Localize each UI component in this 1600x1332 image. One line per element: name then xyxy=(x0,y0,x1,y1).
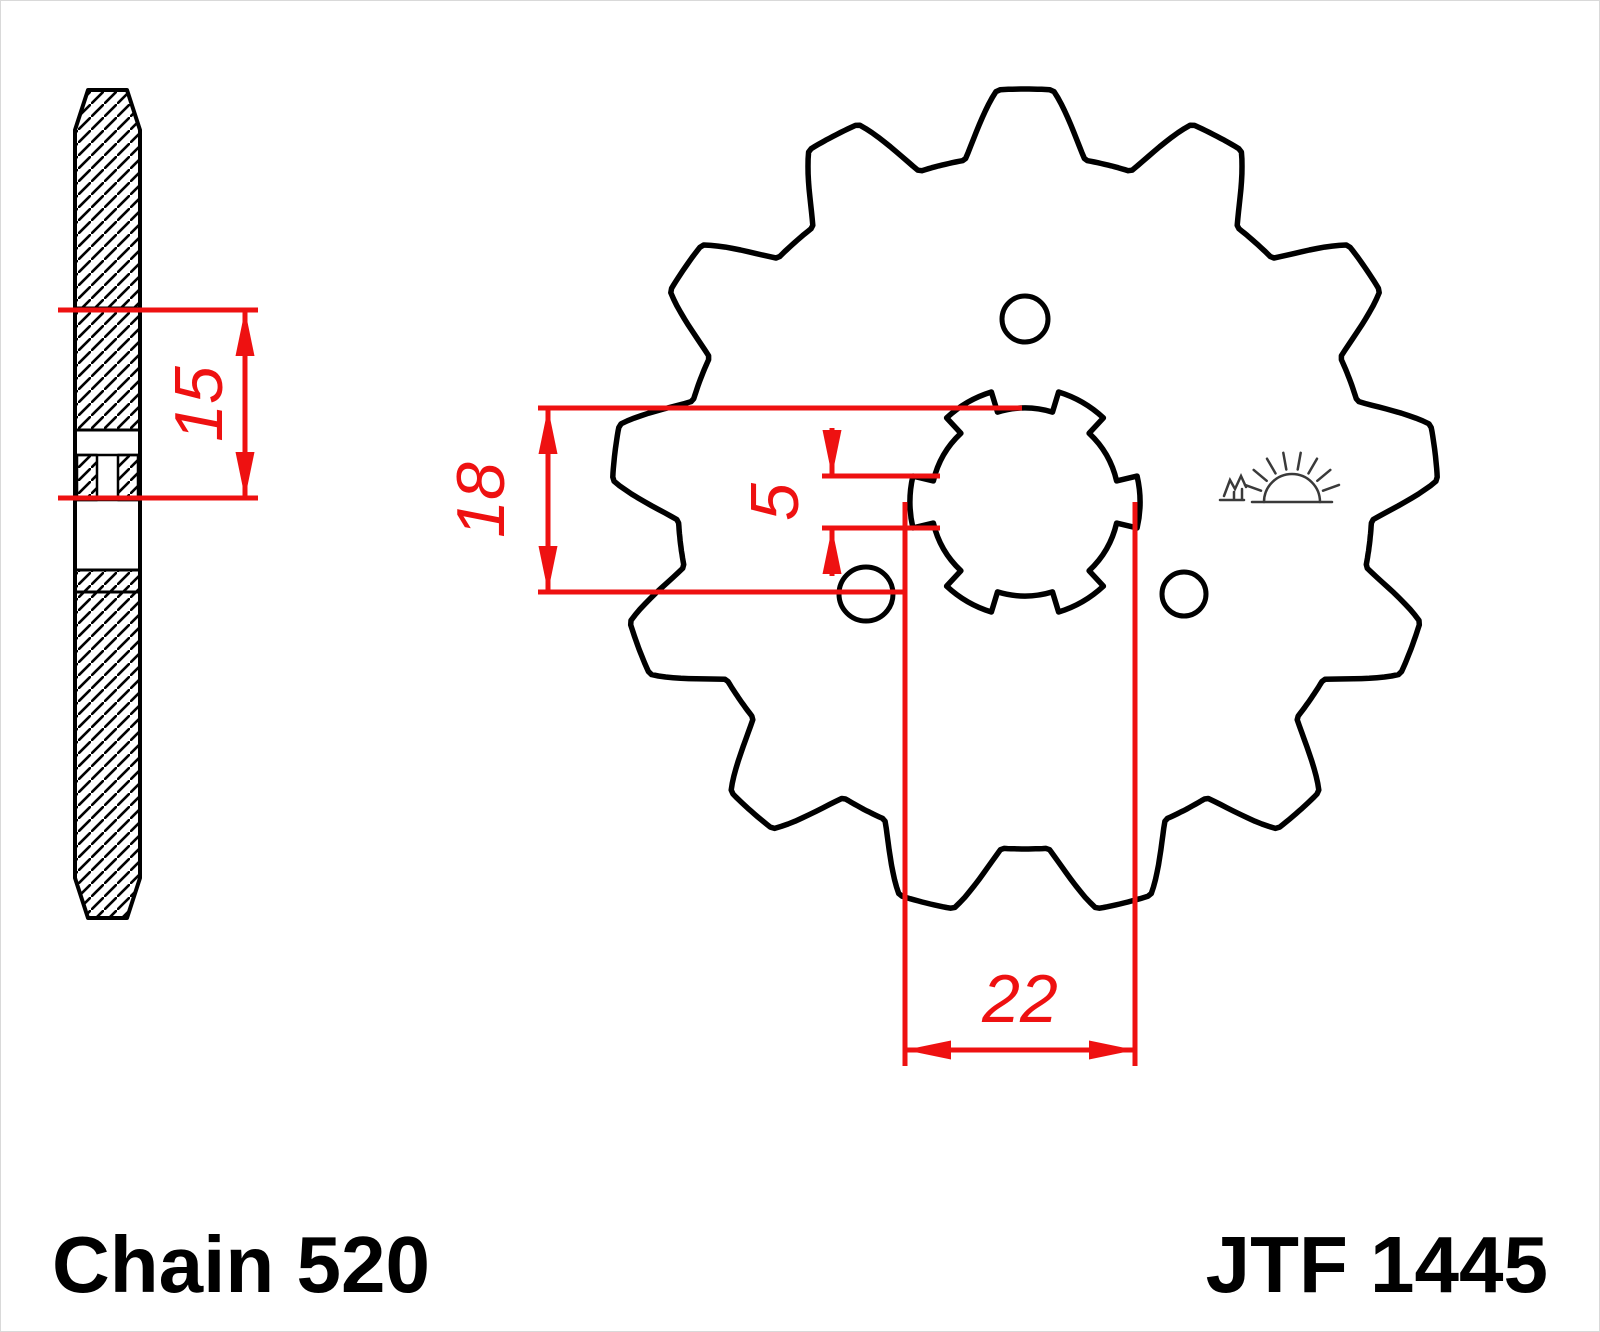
dimension-arrowheads xyxy=(235,310,1135,1060)
dimension-arrowhead xyxy=(905,1040,951,1060)
dimension-arrowhead xyxy=(822,430,842,476)
stamp-sun-arc xyxy=(1262,472,1322,504)
side-view-spline-block-right xyxy=(116,453,140,502)
sprocket-front-view xyxy=(610,86,1440,911)
stamp-figure-mark xyxy=(1218,472,1248,502)
dim-label-bore-od: 22 xyxy=(981,961,1058,1037)
stamp-sun-rays xyxy=(1243,451,1341,492)
dimension-arrowhead xyxy=(538,408,558,454)
part-number-label: JTF 1445 xyxy=(1206,1220,1548,1309)
ink-layer xyxy=(73,86,1440,920)
dim-label-hub-width: 15 xyxy=(161,366,237,442)
lightening-hole-top xyxy=(999,293,1051,345)
dimension-arrowhead xyxy=(1089,1040,1135,1060)
lightening-hole-lower-right xyxy=(1159,569,1209,619)
dim-label-spline-od: 18 xyxy=(443,462,519,538)
dimension-arrowhead xyxy=(235,452,255,498)
dimension-labels-layer: 15 18 5 22 xyxy=(161,310,1135,1060)
dimension-arrowhead xyxy=(235,310,255,356)
side-view-spline-block-left xyxy=(75,453,99,502)
dimension-arrowhead xyxy=(822,528,842,574)
chain-size-label: Chain 520 xyxy=(52,1220,430,1309)
dimension-arrowhead xyxy=(538,546,558,592)
dim-label-spline-groove: 5 xyxy=(737,483,813,521)
jt-sunrise-stamp-icon xyxy=(1218,451,1341,504)
sprocket-side-view xyxy=(73,88,142,920)
title-block: Chain 520 JTF 1445 xyxy=(52,1220,1548,1309)
